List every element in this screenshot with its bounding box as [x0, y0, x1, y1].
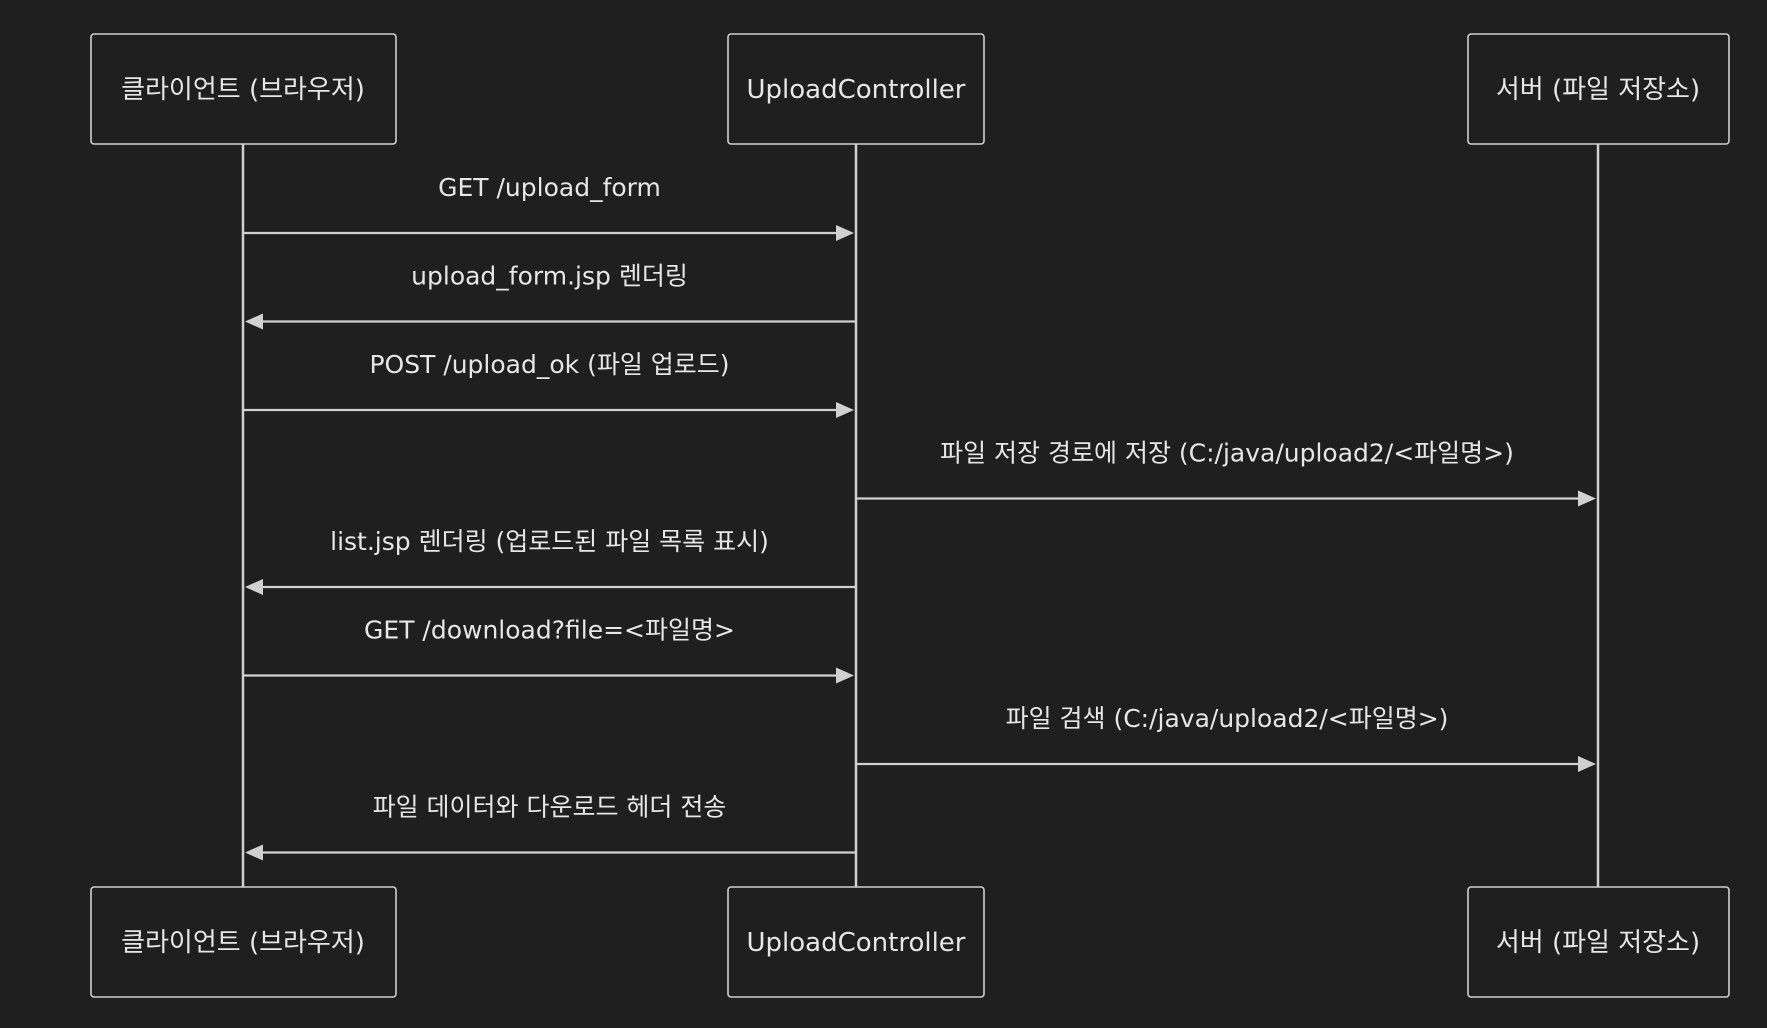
- messages: GET /upload_form upload_form.jsp 렌더링 POST …: [243, 173, 1596, 861]
- message-3: POST /upload_ok (파일 업로드): [243, 350, 854, 418]
- actor-box: [90, 33, 397, 145]
- message-label: 파일 저장 경로에 저장 (C:/java/upload2/<파일명>): [940, 439, 1514, 468]
- arrowhead-icon: [836, 667, 854, 684]
- actor-box: [727, 886, 985, 998]
- message-label: POST /upload_ok (파일 업로드): [369, 350, 729, 379]
- arrowhead-icon: [245, 844, 263, 861]
- message-label: upload_form.jsp 렌더링: [411, 262, 688, 291]
- arrowhead-icon: [836, 225, 854, 241]
- actor-client-bottom: 클라이언트 (브라우저): [90, 886, 397, 998]
- message-6: GET /download?file=<파일명>: [243, 616, 854, 684]
- actor-controller-top: UploadController: [727, 33, 985, 145]
- actor-server-top: 서버 (파일 저장소): [1467, 33, 1730, 145]
- arrowhead-icon: [245, 579, 263, 595]
- actor-label: 서버 (파일 저장소): [1496, 75, 1700, 105]
- arrowhead-icon: [1578, 756, 1596, 772]
- arrowhead-icon: [836, 402, 854, 418]
- actor-controller-bottom: UploadController: [727, 886, 985, 998]
- actor-box: [1467, 33, 1730, 145]
- message-label: list.jsp 렌더링 (업로드된 파일 목록 표시): [330, 527, 769, 556]
- message-4: 파일 저장 경로에 저장 (C:/java/upload2/<파일명>): [856, 439, 1596, 507]
- arrowhead-icon: [245, 313, 263, 330]
- actors-bottom: 클라이언트 (브라우저) UploadController 서버 (파일 저장소): [90, 886, 1730, 998]
- actor-label: UploadController: [747, 75, 966, 105]
- message-7: 파일 검색 (C:/java/upload2/<파일명>): [856, 704, 1596, 772]
- arrowhead-icon: [1578, 490, 1596, 507]
- message-label: GET /download?file=<파일명>: [364, 616, 735, 645]
- message-5: list.jsp 렌더링 (업로드된 파일 목록 표시): [245, 527, 856, 595]
- actor-label: 클라이언트 (브라우저): [121, 928, 365, 958]
- actor-box: [90, 886, 397, 998]
- message-8: 파일 데이터와 다운로드 헤더 전송: [245, 793, 856, 861]
- message-1: GET /upload_form: [243, 173, 854, 241]
- actors-top: 클라이언트 (브라우저) UploadController 서버 (파일 저장소): [90, 33, 1730, 145]
- message-2: upload_form.jsp 렌더링: [245, 262, 856, 330]
- actor-label: 서버 (파일 저장소): [1496, 928, 1700, 958]
- actor-box: [1467, 886, 1730, 998]
- actor-box: [727, 33, 985, 145]
- actor-server-bottom: 서버 (파일 저장소): [1467, 886, 1730, 998]
- message-label: 파일 데이터와 다운로드 헤더 전송: [373, 793, 727, 822]
- lifelines: [241, 144, 1600, 887]
- actor-label: 클라이언트 (브라우저): [121, 75, 365, 105]
- message-label: GET /upload_form: [438, 173, 661, 202]
- message-label: 파일 검색 (C:/java/upload2/<파일명>): [1006, 704, 1449, 733]
- actor-label: UploadController: [747, 928, 966, 958]
- actor-client-top: 클라이언트 (브라우저): [90, 33, 397, 145]
